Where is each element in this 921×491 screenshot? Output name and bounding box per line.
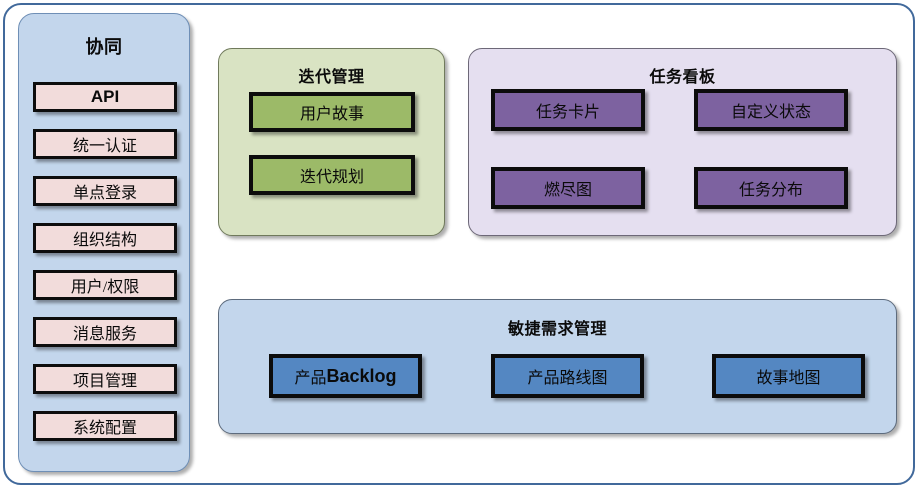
sidebar-item-unified-auth[interactable]: 统一认证 bbox=[33, 129, 177, 159]
sidebar-item-org-structure[interactable]: 组织结构 bbox=[33, 223, 177, 253]
panel-agile-requirements-title: 敏捷需求管理 bbox=[507, 321, 607, 338]
sidebar-item-user-permission[interactable]: 用户/权限 bbox=[33, 270, 177, 300]
sidebar-item-message-service[interactable]: 消息服务 bbox=[33, 317, 177, 347]
panel-iteration-management[interactable]: 迭代管理 用户故事 迭代规划 bbox=[218, 48, 445, 236]
panel-iteration-title: 迭代管理 bbox=[298, 69, 365, 86]
board-item-custom-status[interactable]: 自定义状态 bbox=[694, 89, 848, 131]
panel-task-board-title: 任务看板 bbox=[649, 69, 716, 86]
iteration-item-user-story[interactable]: 用户故事 bbox=[249, 92, 415, 132]
iteration-item-iteration-planning[interactable]: 迭代规划 bbox=[249, 155, 415, 195]
agile-item-story-map[interactable]: 故事地图 bbox=[712, 354, 865, 398]
sidebar-item-single-sign-on[interactable]: 单点登录 bbox=[33, 176, 177, 206]
agile-item-product-roadmap[interactable]: 产品路线图 bbox=[491, 354, 644, 398]
board-item-burndown-chart[interactable]: 燃尽图 bbox=[491, 167, 645, 209]
sidebar-title: 协同 bbox=[85, 37, 123, 57]
sidebar-panel-collaboration[interactable]: 协同 API 统一认证 单点登录 组织结构 用户/权限 消息服务 项目管理 系统… bbox=[18, 13, 190, 472]
sidebar-item-system-config[interactable]: 系统配置 bbox=[33, 411, 177, 441]
panel-task-board[interactable]: 任务看板 任务卡片 自定义状态 燃尽图 任务分布 bbox=[468, 48, 897, 236]
board-item-task-card[interactable]: 任务卡片 bbox=[491, 89, 645, 131]
agile-item-product-backlog-prefix: 产品 bbox=[294, 370, 327, 387]
agile-item-product-backlog-suffix: Backlog bbox=[326, 365, 397, 386]
board-item-task-distribution[interactable]: 任务分布 bbox=[694, 167, 848, 209]
sidebar-item-api[interactable]: API bbox=[33, 82, 177, 112]
sidebar-item-project-management[interactable]: 项目管理 bbox=[33, 364, 177, 394]
